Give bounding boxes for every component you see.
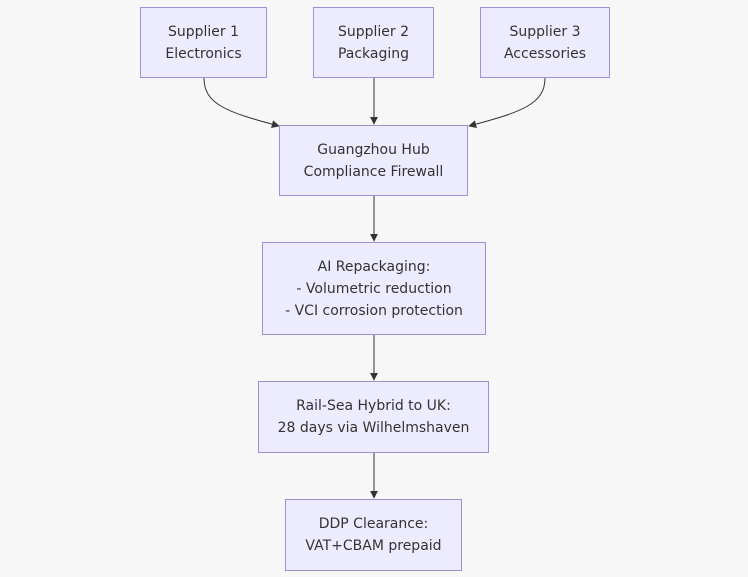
node-repack-line-3: - VCI corrosion protection bbox=[285, 302, 463, 319]
node-supplier-2-line-1: Supplier 2 bbox=[337, 23, 410, 40]
node-supplier-2: Supplier 2 Packaging bbox=[313, 7, 434, 78]
node-supplier-3-line-1: Supplier 3 bbox=[509, 23, 581, 40]
edge-supplier1-to-hub bbox=[203, 77, 280, 129]
node-ddp-line-2: VAT+CBAM prepaid bbox=[305, 538, 442, 554]
edge-supplier3-to-hub bbox=[468, 77, 546, 129]
node-ddp-line-1: DDP Clearance: bbox=[318, 516, 429, 532]
node-repack-line-1: AI Repackaging: bbox=[317, 258, 431, 275]
node-supplier-1-line-2: Electronics bbox=[165, 45, 242, 62]
node-ddp-clearance: DDP Clearance: VAT+CBAM prepaid bbox=[285, 499, 462, 571]
node-supplier-2-line-2: Packaging bbox=[337, 45, 410, 62]
node-ai-repackaging: AI Repackaging: - Volumetric reduction -… bbox=[262, 242, 486, 335]
node-rail-line-1: Rail-Sea Hybrid to UK: bbox=[296, 398, 451, 414]
node-hub-line-1: Guangzhou Hub bbox=[317, 141, 430, 158]
node-rail-sea-hybrid: Rail-Sea Hybrid to UK: 28 days via Wilhe… bbox=[258, 381, 489, 453]
node-supplier-1: Supplier 1 Electronics bbox=[140, 7, 267, 78]
node-supplier-3: Supplier 3 Accessories bbox=[480, 7, 610, 78]
node-guangzhou-hub: Guangzhou Hub Compliance Firewall bbox=[279, 125, 468, 196]
node-rail-line-2: 28 days via Wilhelmshaven bbox=[277, 420, 470, 436]
node-repack-line-2: - Volumetric reduction bbox=[296, 280, 452, 297]
node-supplier-3-line-2: Accessories bbox=[503, 45, 587, 62]
node-hub-line-2: Compliance Firewall bbox=[303, 163, 444, 180]
node-supplier-1-line-1: Supplier 1 bbox=[167, 23, 240, 40]
